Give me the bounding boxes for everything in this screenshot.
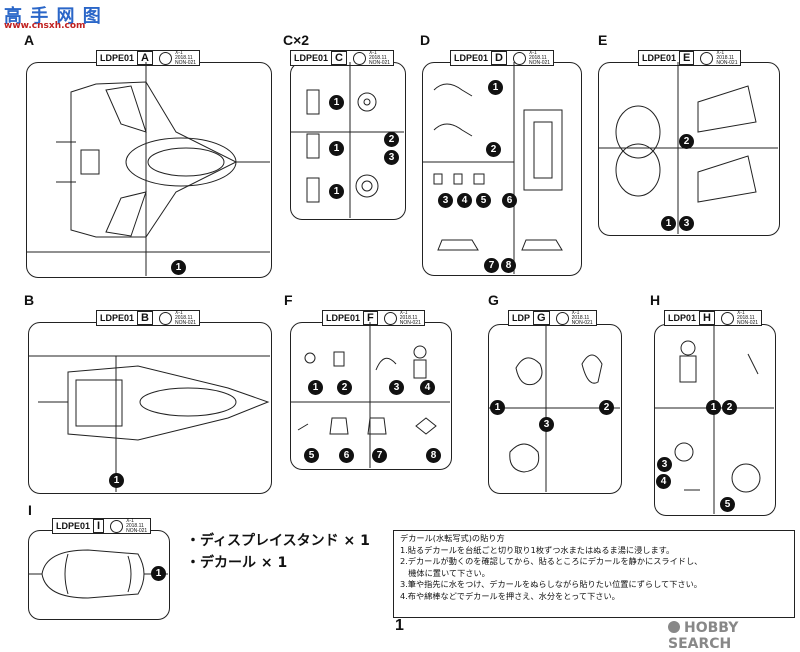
sprue-c-parts-drawing xyxy=(290,62,404,218)
sprue-d-parts-drawing xyxy=(422,62,563,274)
part-number-a1: 1 xyxy=(171,260,186,275)
part-number-f1: 1 xyxy=(308,380,323,395)
part-number-c1c: 1 xyxy=(329,184,344,199)
part-number-f3: 3 xyxy=(389,380,404,395)
brand-watermark: HOBBY SEARCH xyxy=(668,620,739,652)
brand-logo-icon xyxy=(512,51,526,65)
decal-step-3: 3.筆や指先に水をつけ、デカールをぬらしながら貼りたい位置にずらして下さい。 xyxy=(400,579,702,589)
sprue-g-parts-drawing xyxy=(488,324,620,492)
sprue-h-parts-drawing xyxy=(654,324,774,514)
decal-step-1: 1.貼るデカールを台紙ごと切り取り1枚ずつ水またはぬるま湯に浸します。 xyxy=(400,544,675,555)
section-label-b: B xyxy=(24,292,35,308)
part-number-c1a: 1 xyxy=(329,95,344,110)
watermark-title: 高 手 网 图 xyxy=(4,6,102,27)
brand-logo-icon xyxy=(352,51,366,65)
decal-step-2-cont: 機体に置いて下さい。 xyxy=(400,567,490,578)
fighter-upper-fuselage-drawing xyxy=(26,62,270,276)
part-number-d3: 3 xyxy=(438,193,453,208)
section-label-d: D xyxy=(420,32,431,48)
part-number-e2: 2 xyxy=(679,134,694,149)
part-number-d7: 7 xyxy=(484,258,499,273)
decal-instructions-title: デカール(水転写式)の貼り方 xyxy=(400,533,505,543)
section-label-c: C×2 xyxy=(283,32,310,48)
section-label-h: H xyxy=(650,292,661,308)
part-number-f4: 4 xyxy=(420,380,435,395)
sprue-frame-e xyxy=(598,62,780,236)
part-number-e3: 3 xyxy=(679,216,694,231)
part-number-c3: 3 xyxy=(384,150,399,165)
part-number-d4: 4 xyxy=(457,193,472,208)
hobby-search-icon xyxy=(668,621,680,633)
part-number-b1: 1 xyxy=(109,473,124,488)
part-number-d1: 1 xyxy=(488,80,503,95)
part-number-e1: 1 xyxy=(661,216,676,231)
decal-step-2: 2.デカールが動くのを確認してから、貼るところにデカールを静かにスライドし、 xyxy=(400,556,703,566)
brand-logo-icon xyxy=(720,311,734,325)
canopy-part-drawing xyxy=(28,549,168,599)
decal-instructions-box: デカール(水転写式)の貼り方 1.貼るデカールを台紙ごと切り取り1枚ずつ水または… xyxy=(393,530,795,618)
brand-logo-icon xyxy=(158,311,172,325)
accessory-display-stand: ・ディスプレイスタンド × 1 xyxy=(186,533,370,549)
part-number-c2: 2 xyxy=(384,132,399,147)
part-number-g1: 1 xyxy=(490,400,505,415)
sprue-f-parts-drawing xyxy=(290,322,450,468)
part-number-c1b: 1 xyxy=(329,141,344,156)
part-number-d5: 5 xyxy=(476,193,491,208)
brand-logo-icon xyxy=(383,311,397,325)
part-number-d6: 6 xyxy=(502,193,517,208)
part-number-h4: 4 xyxy=(656,474,671,489)
part-number-f5: 5 xyxy=(304,448,319,463)
part-number-h5: 5 xyxy=(720,497,735,512)
part-number-f8: 8 xyxy=(426,448,441,463)
decal-step-4: 4.布や綿棒などでデカールを押さえ、水分をとって下さい。 xyxy=(400,590,620,601)
watermark-url: www.cnsxh.com xyxy=(4,21,86,31)
part-number-g2: 2 xyxy=(599,400,614,415)
section-label-e: E xyxy=(598,32,608,48)
page-number: 1 xyxy=(395,617,404,634)
part-number-f2: 2 xyxy=(337,380,352,395)
part-number-f6: 6 xyxy=(339,448,354,463)
accessory-decal: ・デカール × 1 xyxy=(186,555,288,571)
section-label-a: A xyxy=(24,32,35,48)
brand-logo-icon xyxy=(110,519,124,533)
part-number-f7: 7 xyxy=(372,448,387,463)
part-number-h1: 1 xyxy=(706,400,721,415)
sprue-frame-a xyxy=(26,62,272,278)
part-number-h3: 3 xyxy=(657,457,672,472)
part-number-d8: 8 xyxy=(501,258,516,273)
sprue-frame-f xyxy=(290,322,452,470)
fighter-lower-fuselage-drawing xyxy=(28,355,270,492)
section-label-f: F xyxy=(284,292,293,308)
part-number-i1: 1 xyxy=(151,566,166,581)
sprue-e-parts-drawing xyxy=(598,62,778,234)
section-label-g: G xyxy=(488,292,499,308)
brand-logo-icon xyxy=(158,51,172,65)
brand-logo-icon xyxy=(555,311,569,325)
sprue-frame-h xyxy=(654,324,776,516)
section-label-i: I xyxy=(28,502,32,518)
part-number-d2: 2 xyxy=(486,142,501,157)
brand-logo-icon xyxy=(700,51,714,65)
part-number-h2: 2 xyxy=(722,400,737,415)
part-number-g3: 3 xyxy=(539,417,554,432)
